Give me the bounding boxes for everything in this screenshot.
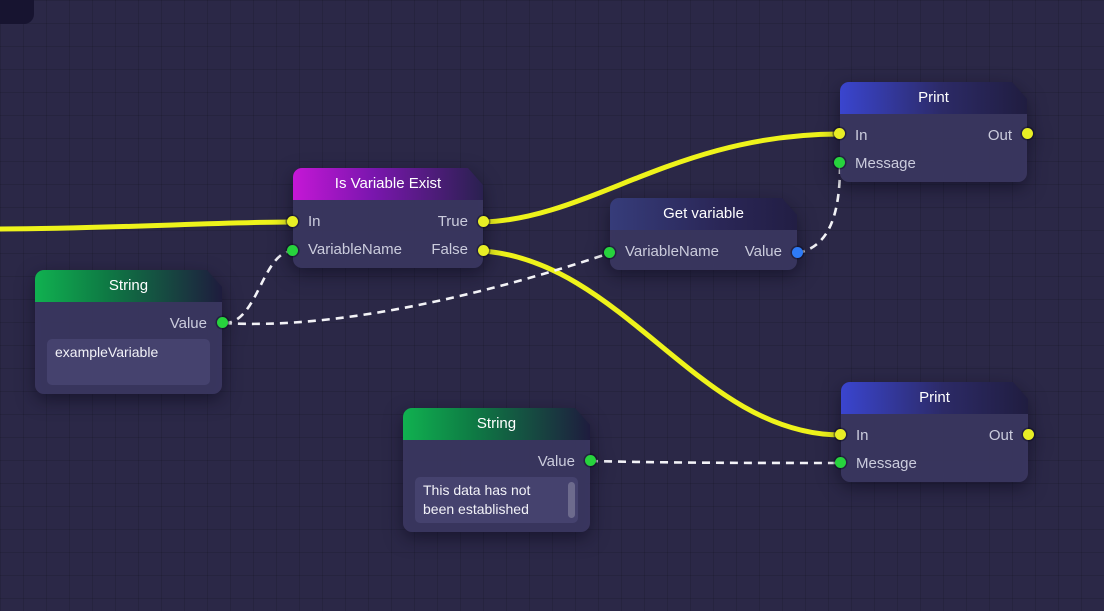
port-row: Value (403, 447, 590, 475)
node-header[interactable]: Print (841, 382, 1028, 414)
port-out-exec[interactable] (1023, 429, 1034, 440)
port-label-value: Value (537, 452, 575, 470)
node-body: In Out Message (840, 114, 1027, 182)
node-title: Print (919, 389, 950, 406)
node-get-variable[interactable]: Get variable VariableName Value (604, 198, 803, 270)
node-body: Value exampleVariable (35, 302, 222, 394)
port-label-variablename: VariableName (625, 242, 719, 260)
port-variablename-input[interactable] (287, 245, 298, 256)
port-row: Message (841, 449, 1028, 477)
node-body: In True VariableName False (293, 200, 483, 268)
port-row: In True (293, 207, 483, 235)
node-title: Is Variable Exist (334, 175, 442, 192)
port-in-exec[interactable] (834, 128, 845, 139)
node-header[interactable]: Get variable (610, 198, 797, 230)
string-value-input[interactable]: exampleVariable (47, 339, 210, 385)
wire-exec-true-to-print-top-in[interactable] (480, 131, 843, 225)
node-print-bottom[interactable]: Print In Out Message (835, 382, 1034, 482)
port-label-message: Message (856, 454, 917, 472)
port-label-out: Out (987, 126, 1012, 144)
port-label-value: Value (744, 242, 782, 260)
port-value-output[interactable] (217, 317, 228, 328)
wire-exec-offscreen-to-isvariableexist-in[interactable] (0, 219, 296, 232)
port-variablename-input[interactable] (604, 247, 615, 258)
port-label-out: Out (988, 426, 1013, 444)
port-false-exec[interactable] (478, 245, 489, 256)
port-out-exec[interactable] (1022, 128, 1033, 139)
port-row: Message (840, 149, 1027, 177)
node-string-bottom[interactable]: String Value This data has not been esta… (403, 408, 596, 532)
port-message-input[interactable] (835, 457, 846, 468)
node-title: String (476, 415, 517, 432)
port-row: In Out (840, 121, 1027, 149)
port-label-variablename: VariableName (308, 240, 402, 258)
offscreen-node-corner[interactable] (0, 0, 34, 24)
node-is-variable-exist[interactable]: Is Variable Exist In True VariableName F… (287, 168, 489, 268)
port-label-in: In (856, 426, 869, 444)
port-message-input[interactable] (834, 157, 845, 168)
port-label-in: In (308, 212, 321, 230)
wire-data-string-bottom-to-print-bottom-message[interactable] (589, 459, 842, 465)
node-body: In Out Message (841, 414, 1028, 482)
port-row: Value (35, 309, 222, 337)
port-value-output[interactable] (792, 247, 803, 258)
port-label-value: Value (169, 314, 207, 332)
wire-exec-false-to-print-bottom-in[interactable] (480, 248, 844, 438)
port-label-true: True (437, 212, 468, 230)
port-row: In Out (841, 421, 1028, 449)
node-header[interactable]: Print (840, 82, 1027, 114)
port-value-output[interactable] (585, 455, 596, 466)
node-header[interactable]: String (35, 270, 222, 302)
port-row: VariableName Value (610, 237, 797, 265)
wire-data-string-to-getvariable-variablename[interactable] (223, 251, 611, 326)
node-body: VariableName Value (610, 230, 797, 270)
port-label-in: In (855, 126, 868, 144)
string-value-input[interactable]: This data has not been established (415, 477, 578, 523)
port-in-exec[interactable] (835, 429, 846, 440)
node-body: Value This data has not been established (403, 440, 590, 532)
node-print-top[interactable]: Print In Out Message (834, 82, 1033, 182)
port-true-exec[interactable] (478, 216, 489, 227)
port-label-message: Message (855, 154, 916, 172)
port-in-exec[interactable] (287, 216, 298, 227)
wire-data-getvariable-value-to-print-top-message[interactable] (796, 164, 842, 255)
node-title: Get variable (663, 205, 744, 222)
wire-data-string-to-isvariableexist-variablename[interactable] (223, 249, 294, 325)
node-header[interactable]: String (403, 408, 590, 440)
node-title: Print (918, 89, 949, 106)
string-input-text: exampleVariable (55, 344, 159, 360)
port-row: VariableName False (293, 235, 483, 263)
node-header[interactable]: Is Variable Exist (293, 168, 483, 200)
port-label-false: False (431, 240, 468, 258)
node-string-left[interactable]: String Value exampleVariable (35, 270, 228, 394)
string-input-text: This data has not been established (423, 482, 531, 517)
node-title: String (108, 277, 149, 294)
input-scrollbar[interactable] (568, 482, 575, 518)
